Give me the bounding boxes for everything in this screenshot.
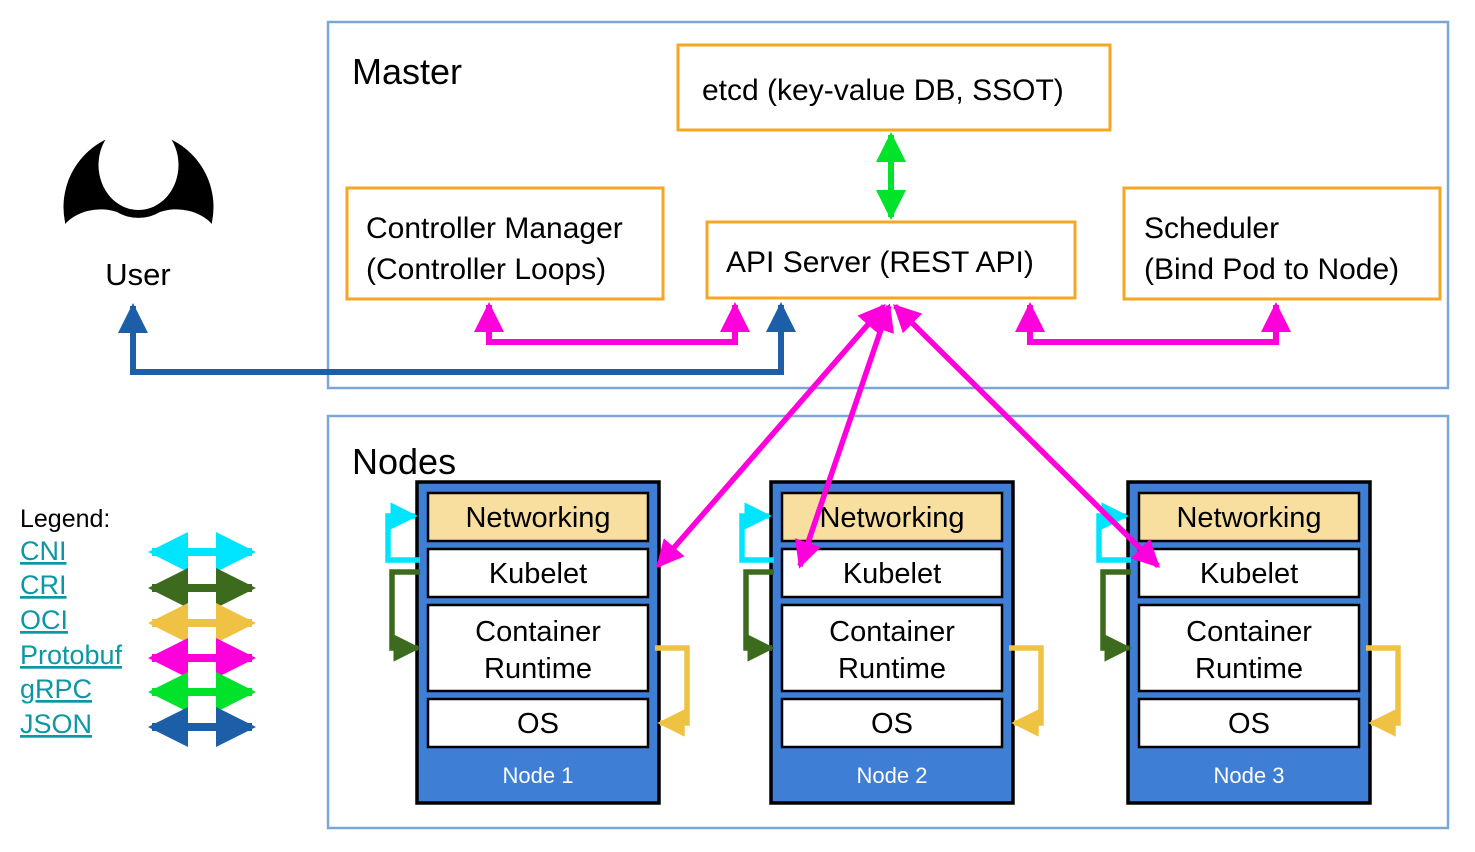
scheduler-label-line2: (Bind Pod to Node) — [1144, 253, 1399, 286]
node-1-os-label: OS — [517, 708, 559, 740]
controller-manager-label-line1: Controller Manager — [366, 212, 623, 245]
legend-title: Legend: — [20, 505, 110, 533]
node-2-networking-label: Networking — [819, 502, 964, 534]
api-server-label: API Server (REST API) — [726, 246, 1034, 279]
connection-protobuf-apiserver-node-2 — [795, 303, 894, 569]
node-3-kubelet-label: Kubelet — [1200, 558, 1298, 590]
node-3-networking-label: Networking — [1176, 502, 1321, 534]
node-1-networking-box[interactable] — [426, 491, 650, 543]
connection-oci-node-2 — [1009, 645, 1044, 737]
node-1[interactable]: Networking Kubelet Container Runtime OS … — [415, 480, 661, 805]
legend-item-cri-label[interactable]: CRI — [20, 570, 67, 600]
controller-manager-label-line2: (Controller Loops) — [366, 253, 606, 286]
connection-protobuf-apiserver-node-3 — [893, 304, 1160, 568]
legend-item-json-label[interactable]: JSON — [20, 709, 92, 739]
node-3-container-runtime-box[interactable] — [1137, 603, 1361, 693]
node-3-os-box[interactable] — [1137, 697, 1361, 749]
node-2-container-runtime-box[interactable] — [780, 603, 1004, 693]
user-label: User — [105, 257, 170, 292]
node-3-container-runtime-label-line2: Runtime — [1195, 653, 1303, 685]
node-1-networking-label: Networking — [465, 502, 610, 534]
node-1-container-runtime-box[interactable] — [426, 603, 650, 693]
node-1-label: Node 1 — [503, 763, 574, 788]
connection-cri-node-3 — [1100, 569, 1132, 662]
node-1-container-runtime-label-line1: Container — [475, 616, 601, 648]
node-3[interactable]: Networking Kubelet Container Runtime OS … — [1126, 480, 1372, 805]
etcd-box[interactable] — [676, 43, 1112, 132]
legend-item-oci-label[interactable]: OCI — [20, 605, 68, 635]
node-2-container-runtime-label-line1: Container — [829, 616, 955, 648]
connection-oci-node-1 — [655, 645, 690, 737]
connection-cri-node-2 — [743, 569, 775, 662]
node-2[interactable]: Networking Kubelet Container Runtime OS … — [769, 480, 1015, 805]
nodes-label: Nodes — [352, 441, 456, 482]
connection-cri-node-1 — [389, 569, 421, 662]
node-1-kubelet-label: Kubelet — [489, 558, 587, 590]
scheduler-box[interactable] — [1122, 186, 1442, 301]
node-1-container-runtime-label-line2: Runtime — [484, 653, 592, 685]
connection-protobuf-apiserver-scheduler — [1015, 302, 1291, 345]
node-1-kubelet-box[interactable] — [426, 547, 650, 599]
node-2-label: Node 2 — [857, 763, 928, 788]
user-avatar-icon — [63, 120, 214, 224]
node-2-container-runtime-label-line2: Runtime — [838, 653, 946, 685]
legend-item-protobuf-label[interactable]: Protobuf — [20, 640, 123, 670]
scheduler-label-line1: Scheduler — [1144, 212, 1279, 245]
connection-cni-node-2 — [739, 502, 774, 563]
node-2-kubelet-label: Kubelet — [843, 558, 941, 590]
connection-oci-node-3 — [1366, 645, 1401, 737]
node-3-container-runtime-label-line1: Container — [1186, 616, 1312, 648]
node-2-os-box[interactable] — [780, 697, 1004, 749]
legend-item-grpc-label[interactable]: gRPC — [20, 674, 92, 704]
connection-cni-node-1 — [385, 502, 420, 563]
connection-protobuf-controllermanager-apiserver — [474, 302, 750, 345]
node-3-kubelet-box[interactable] — [1137, 547, 1361, 599]
master-label: Master — [352, 51, 462, 92]
etcd-label: etcd (key-value DB, SSOT) — [702, 74, 1064, 107]
node-3-os-label: OS — [1228, 708, 1270, 740]
node-3-label: Node 3 — [1214, 763, 1285, 788]
controller-manager-box[interactable] — [345, 186, 665, 301]
node-2-os-label: OS — [871, 708, 913, 740]
node-1-os-box[interactable] — [426, 697, 650, 749]
connection-json-user-apiserver — [118, 302, 796, 375]
api-server-box[interactable] — [705, 220, 1077, 300]
legend-item-cni-label[interactable]: CNI — [20, 536, 67, 566]
